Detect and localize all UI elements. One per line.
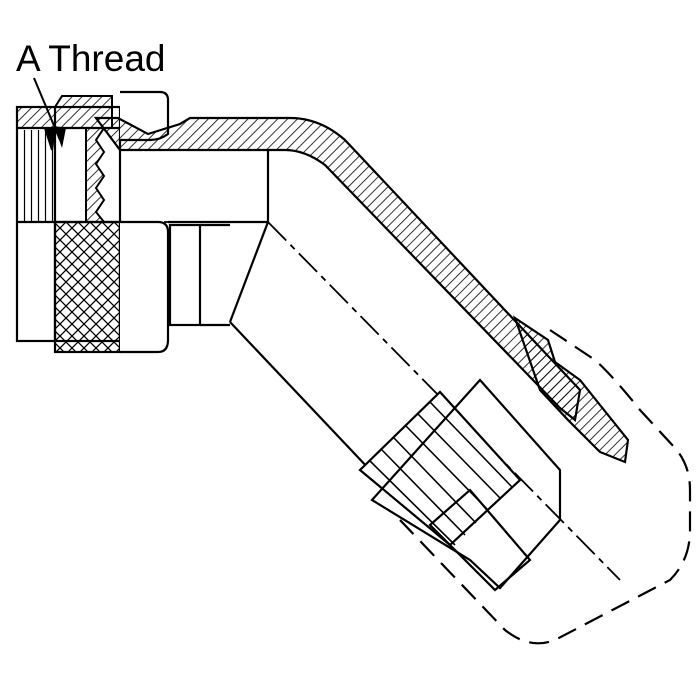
boot-outline — [399, 329, 692, 645]
cable-gland — [358, 315, 630, 592]
elbow-housing — [93, 116, 582, 471]
thread-label: A Thread — [16, 38, 165, 79]
thread-leader-arrow — [54, 126, 66, 148]
nut-thread-section — [16, 95, 113, 223]
coupling-nut — [15, 90, 170, 354]
center-lines — [120, 221, 621, 581]
